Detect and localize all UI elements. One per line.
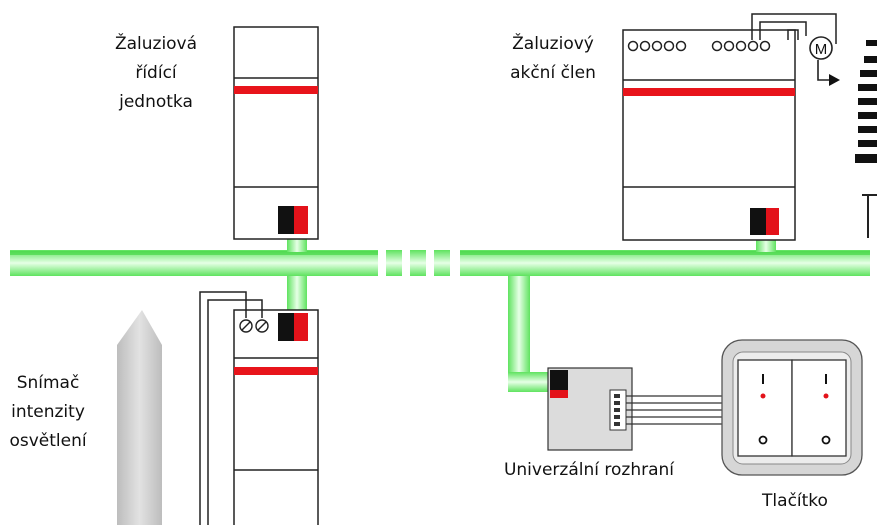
label-line: Žaluziový (512, 34, 594, 54)
bus-connector-red (766, 208, 779, 235)
label-line: osvětlení (9, 431, 87, 451)
motor-shaft-arrow-icon (817, 60, 840, 86)
label-line: Snímač (16, 373, 80, 393)
bus-elbow-interface (508, 372, 553, 392)
bus-connector-black (278, 313, 294, 341)
bus-connector-black (278, 206, 294, 234)
sensor-input-module (233, 309, 319, 529)
venetian-blind-icon (855, 40, 877, 238)
bus-connector-red (294, 313, 308, 341)
device-stripe (234, 367, 318, 375)
motor-icon (809, 36, 833, 60)
device-stripe (234, 86, 318, 94)
bus-gap-dash (434, 250, 450, 276)
label-line: řídící (135, 63, 177, 83)
bus-gap-dash (386, 250, 402, 276)
label-line: Žaluziová (114, 34, 198, 54)
bus-drop-interface (508, 276, 530, 388)
rocker-left[interactable] (737, 359, 793, 457)
bus-gap-dash (410, 250, 426, 276)
bus-line (10, 250, 870, 276)
blind-control-unit (233, 26, 319, 240)
label-line: akční člen (510, 63, 596, 83)
label-line: intenzity (11, 402, 85, 422)
light-sensor-icon (117, 310, 162, 525)
bus-drop-bottom-module (287, 276, 307, 312)
terminal-screws (627, 40, 771, 52)
universal-interface (547, 367, 633, 451)
motor-symbol: M (815, 41, 828, 58)
terminal-screws (239, 319, 269, 333)
bus-connector-black (550, 370, 568, 390)
blind-actuator (622, 29, 796, 241)
motor-wiring (751, 13, 837, 44)
label-light-sensor: Snímač intenzity osvětlení (0, 369, 96, 456)
rocker-right[interactable] (791, 359, 847, 457)
bus-connector-red (550, 390, 568, 398)
interface-cable (626, 395, 728, 425)
label-actuator: Žaluziový akční člen (492, 30, 614, 88)
bus-connector-black (750, 208, 766, 235)
label-control-unit: Žaluziová řídící jednotka (96, 30, 216, 117)
device-stripe (623, 88, 795, 96)
label-line: jednotka (119, 92, 193, 112)
bus-connector-red (294, 206, 308, 234)
sensor-wiring (199, 291, 263, 525)
label-push-button: Tlačítko (762, 491, 828, 511)
label-interface: Univerzální rozhraní (503, 460, 675, 480)
push-button-device (721, 339, 863, 476)
